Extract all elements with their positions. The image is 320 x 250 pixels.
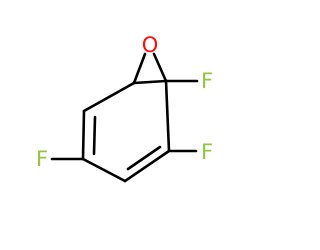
bond-c2-c3-inner [126, 145, 162, 171]
bond-c4-c5 [81, 109, 86, 161]
bond-c3-c4 [81, 157, 127, 183]
bond-c1-c2 [164, 79, 171, 153]
oxygen-atom-label: O [142, 33, 159, 57]
molecule-diagram: O F F F [36, 33, 213, 183]
fluorine-atom-label-ring: F [201, 140, 213, 164]
bond-c6-o [132, 52, 147, 85]
bond-c2-c3 [123, 149, 171, 183]
bond-c1-o [152, 52, 168, 83]
bond-c4-c5-inner [92, 115, 97, 156]
bond-c5-c6 [82, 81, 136, 113]
fluorine-atom-label-left: F [36, 147, 48, 171]
bond-c1-c6 [132, 79, 168, 85]
fluorine-atom-label-epoxide: F [201, 69, 213, 93]
